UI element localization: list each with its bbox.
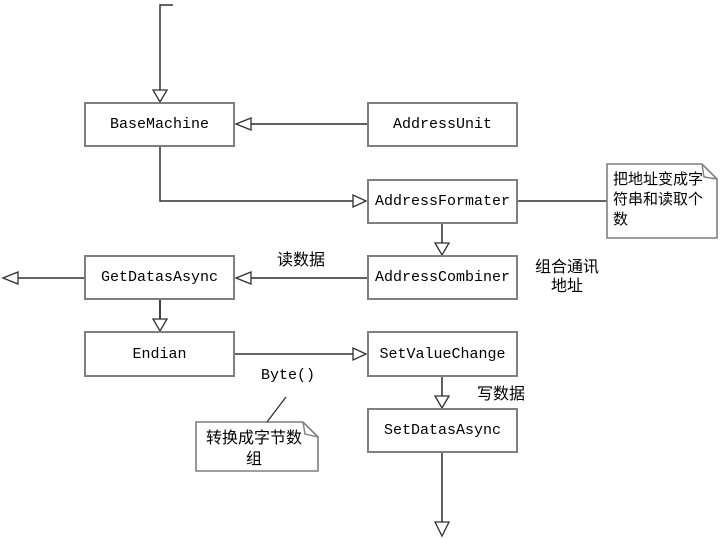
node-endian: Endian [84, 331, 235, 377]
edge-top-into-basemachine [151, 4, 173, 104]
edge-setvaluechange-setdatasasync [433, 377, 451, 410]
edge-endian-setvaluechange [235, 346, 368, 362]
node-set-value-change: SetValueChange [367, 331, 518, 377]
note-byte-array-connector [266, 396, 287, 423]
note-fold-icon [302, 421, 319, 438]
edge-label-byte-call: Byte() [261, 367, 316, 384]
edge-getdatasasync-endian [151, 300, 169, 333]
note-byte-array-text: 转换成字节数组 [205, 428, 302, 468]
arrowhead-down-icon [433, 242, 451, 257]
edge-addresscombiner-getdatasasync [234, 271, 367, 285]
node-get-datas-async: GetDatasAsync [84, 255, 235, 300]
edge-addressformater-addresscombiner [433, 224, 451, 257]
arrowhead-down-icon [433, 521, 451, 538]
node-base-machine: BaseMachine [84, 102, 235, 147]
edge-label-write-data: 写数据 [477, 384, 526, 403]
edge-basemachine-addressformater [159, 147, 368, 209]
note-address-format-shape [606, 163, 718, 239]
edge-addressunit-basemachine [234, 117, 367, 131]
edge-setdatasasync-down-exit [433, 453, 451, 538]
node-address-unit: AddressUnit [367, 102, 518, 147]
arrowhead-down-icon [151, 89, 169, 104]
arrowhead-down-icon [151, 318, 169, 333]
arrowhead-down-icon [433, 395, 451, 410]
edge-getdatasasync-left-exit [1, 271, 84, 285]
arrowhead-right-icon [352, 193, 368, 209]
arrowhead-right-icon [352, 346, 368, 362]
node-address-combiner: AddressCombiner [367, 255, 518, 300]
arrowhead-left-icon [234, 271, 252, 285]
note-byte-array-shape [195, 396, 319, 472]
note-address-format-text: 把地址变成字符串和读取个数 [613, 170, 704, 228]
note-fold-icon [701, 163, 718, 180]
arrowhead-left-icon [1, 271, 19, 285]
node-set-datas-async: SetDatasAsync [367, 408, 518, 453]
edge-label-combine-address: 组合通讯地址 [534, 257, 599, 295]
edge-label-read-data: 读数据 [277, 250, 326, 269]
arrowhead-left-icon [234, 117, 252, 131]
node-address-formater: AddressFormater [367, 179, 518, 224]
